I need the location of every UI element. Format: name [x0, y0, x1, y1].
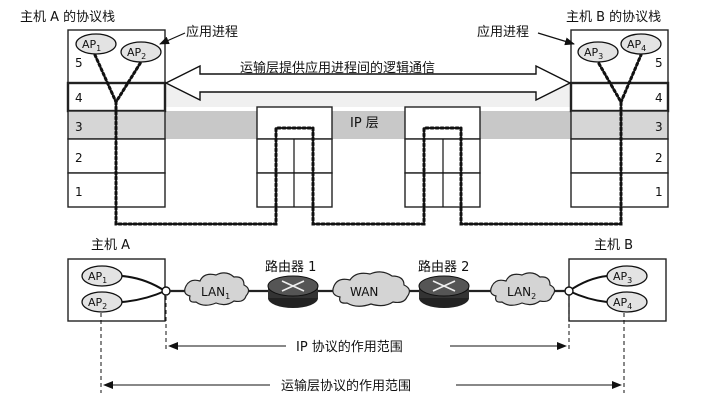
router2-icon: [418, 275, 470, 308]
host-b-ap3: AP3: [584, 46, 603, 61]
host-a-stack-title: 主机 A 的协议栈: [20, 9, 115, 25]
host-a-layer-1: 1: [75, 185, 83, 199]
host-b-bottom-ap3: AP3: [613, 270, 632, 285]
host-b-layer-4: 4: [655, 91, 663, 105]
wan-label: WAN: [350, 285, 378, 299]
host-a-label: 主机 A: [91, 238, 130, 253]
host-b-ap3-ellipse: [577, 41, 619, 63]
host-a-bottom-ap2: AP2: [88, 296, 107, 311]
wan-cloud: WAN: [332, 271, 410, 307]
host-a-layer-3: 3: [75, 120, 83, 134]
host-b-layer-1: 1: [655, 185, 663, 199]
transport-logical-label: 运输层提供应用进程间的逻辑通信: [240, 60, 435, 76]
host-b-ap4: AP4: [627, 38, 646, 53]
ip-scope-arrow: [168, 342, 567, 350]
host-a-ap1: AP1: [82, 38, 101, 53]
host-a-box: [67, 258, 166, 322]
host-b-layer-3: 3: [655, 120, 663, 134]
host-a-port: [161, 286, 171, 296]
app-process-label-left: 应用进程: [186, 24, 238, 40]
svg-text:LAN1: LAN1: [201, 285, 230, 301]
svg-text:LAN2: LAN2: [507, 285, 536, 301]
host-a-layer-4: 4: [75, 91, 83, 105]
host-b-bottom-ap4: AP4: [613, 296, 632, 311]
host-b-port: [564, 286, 574, 296]
ip-layer-label: IP 层: [350, 116, 379, 131]
transport-logical-arrow: [164, 64, 572, 102]
transport-scope-label: 运输层协议的作用范围: [281, 378, 411, 394]
host-b-layer-5: 5: [655, 56, 663, 70]
router2-stack: [404, 106, 481, 208]
lan1-cloud: LAN1: [184, 272, 250, 306]
host-b-label: 主机 B: [594, 238, 633, 253]
app-process-label-right: 应用进程: [477, 24, 529, 40]
host-b-layer-2: 2: [655, 151, 663, 165]
data-path: [93, 53, 643, 226]
lan2-cloud: LAN2: [490, 272, 556, 306]
host-a-layer-2: 2: [75, 151, 83, 165]
transport-scope-arrow: [103, 381, 622, 389]
ip-scope-label: IP 协议的作用范围: [296, 339, 403, 355]
host-a-layer-5: 5: [75, 56, 83, 70]
router1-stack: [256, 106, 333, 208]
host-a-ap2: AP2: [127, 46, 146, 61]
host-b-stack: 主机 B 的协议栈 5 4 3 2 1 AP3 AP4: [566, 9, 670, 208]
router2-label: 路由器 2: [418, 259, 469, 275]
host-a-bottom-ap1: AP1: [88, 270, 107, 285]
router1-icon: [267, 275, 319, 308]
layer3-band: [68, 111, 668, 139]
host-b-stack-title: 主机 B 的协议栈: [566, 9, 661, 25]
host-a-stack: 主机 A 的协议栈 5 4 3 2 1 AP1 AP2: [20, 9, 167, 208]
router1-label: 路由器 1: [265, 259, 316, 275]
